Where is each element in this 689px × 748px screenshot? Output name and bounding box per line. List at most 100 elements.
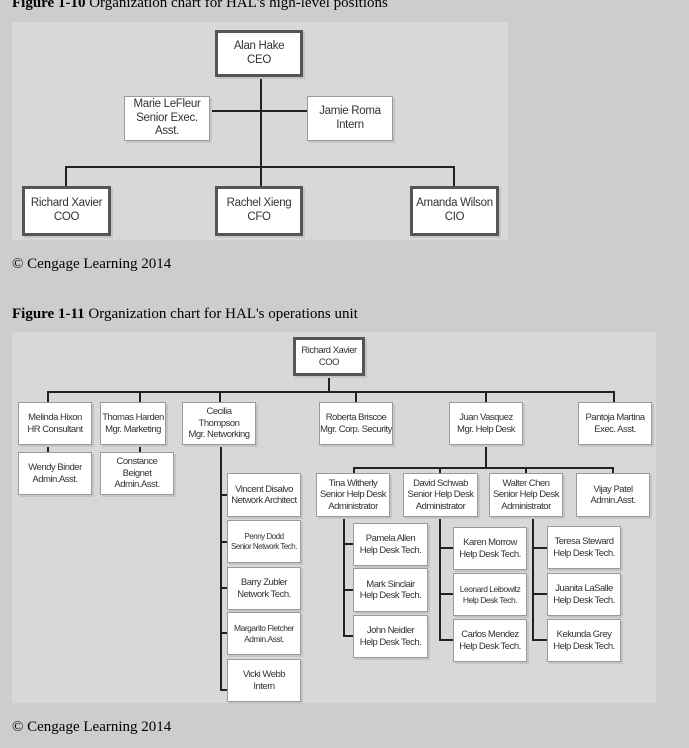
job-title: Admin.Asst. [114,479,160,491]
job-title: Admin.Asst. [590,495,636,506]
job-title: CIO [444,211,465,223]
person-name: John Neidler [366,625,415,637]
copyright-credit: © Cengage Learning 2014 [12,256,172,272]
job-title: Network Tech. [237,588,291,600]
job-title: Help Desk Tech. [553,640,615,652]
job-title: Mgr. Marketing [105,423,161,435]
person-name: Wendy Binder [28,462,82,474]
job-title: COO [53,211,80,223]
connector-lines [47,375,615,691]
job-title: Mgr. Help Desk [457,423,515,435]
job-title: COO [318,356,340,368]
job-title: Help Desk Tech. [553,547,615,559]
job-title: Mgr. Corp. Security [320,423,392,435]
job-title: Senior Exec. Asst. [136,111,198,138]
person-name: Walter Chen [502,477,550,489]
person-name: Cecilia Thompson [198,406,240,429]
person-name: Penny Dodd [244,531,284,541]
person-name: Richard Xavier [301,345,357,357]
person-name: Margarito Fletcher [234,623,294,634]
person-name: Alan Hake [233,39,285,52]
connector-lines [65,76,455,186]
job-title: Help Desk Tech. [359,544,422,556]
job-title: Senior Help Desk Administrator [320,489,386,512]
job-title: Help Desk Tech. [553,594,615,606]
person-name: Jamie Roma [319,104,381,117]
job-title: Senior Help Desk Administrator [493,489,559,512]
person-name: David Schwab [413,477,468,489]
job-title: CEO [246,53,272,66]
job-title: Admin.Asst. [32,473,78,485]
person-name: Rachel Xieng [226,197,292,210]
person-name: Kekunda Grey [556,629,612,641]
person-name: Pantoja Martina [585,412,645,424]
copyright-credit: © Cengage Learning 2014 [12,719,172,735]
person-name: Vincent Disalvo [235,483,293,495]
job-title: Network Architect [231,495,297,506]
job-title: Intern [336,118,364,131]
job-title: Help Desk Tech. [459,640,521,652]
job-title: Intern [253,680,275,692]
person-name: Amanda Wilson [416,197,493,210]
figure-1-11-caption: Figure 1-11 Organization chart for HAL's… [12,306,358,323]
person-name: Richard Xavier [30,197,103,210]
person-name: Mark Sinclair [366,578,415,590]
figure-title: Organization chart for HAL's operations … [88,306,358,322]
job-title: Help Desk Tech. [359,590,422,601]
job-title: CFO [247,211,271,223]
job-title: Exec. Asst. [594,423,636,435]
person-name: Roberta Briscoe [325,412,387,424]
person-name: Vicki Webb [242,669,286,681]
job-title: Help Desk Tech. [459,548,521,560]
person-name: Pamela Allen [365,533,416,545]
job-title: Senior Network Tech. [231,541,297,551]
person-name: Juanita LaSalle [555,583,613,595]
figure-title: Organization chart for HAL's high-level … [89,0,388,11]
person-name: Teresa Steward [554,536,614,548]
job-title: HR Consultant [27,423,83,435]
person-name: Leonard Leibowitz [459,584,521,595]
job-title: Mgr. Networking [188,429,250,441]
person-name: Melinda Hixon [28,412,82,424]
job-title: Admin.Asst. [244,633,284,644]
person-name: Barry Zubler [240,577,288,589]
person-name: Tina Witherly [328,477,378,489]
person-name: Karen Morrow [463,537,517,549]
job-title: Help Desk Tech. [359,636,422,648]
person-name: Juan Vasquez [459,412,513,424]
job-title: Help Desk Tech. [462,594,518,605]
